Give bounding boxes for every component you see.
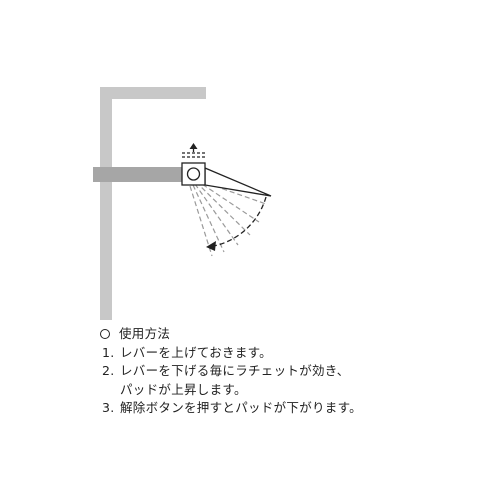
instructions-heading: 使用方法 — [119, 326, 171, 341]
step-text: パッドが上昇します。 — [120, 381, 247, 397]
instruction-step: 2. レバーを下げる毎にラチェットが効き、 — [100, 362, 490, 381]
step-number: 2. — [102, 363, 115, 378]
step-text: レバーを上げておきます。 — [120, 344, 272, 360]
instruction-step-continuation: パッドが上昇します。 — [100, 381, 490, 400]
frame-vertical-bar — [100, 87, 112, 320]
circle-bullet-icon — [100, 329, 110, 340]
frame-top-bar — [100, 87, 206, 99]
instruction-step: 1. レバーを上げておきます。 — [100, 344, 490, 363]
lever-diagram — [93, 87, 272, 320]
up-arrow-icon — [189, 143, 198, 152]
instructions-heading-row: 使用方法 — [100, 325, 490, 344]
step-text: レバーを下げる毎にラチェットが効き、 — [120, 363, 350, 378]
step-text: 解除ボタンを押すとパッドが下がります。 — [120, 400, 362, 415]
release-button-icon — [186, 167, 201, 181]
step-number: 1. — [102, 344, 115, 360]
pad-lines — [182, 152, 205, 158]
arc-arrowhead — [206, 241, 216, 251]
lever-swing-lines — [189, 177, 267, 257]
return-arc-icon — [213, 196, 267, 247]
lever-arm — [93, 167, 182, 182]
instruction-step: 3. 解除ボタンを押すとパッドが下がります。 — [100, 399, 490, 418]
step-number: 3. — [102, 400, 115, 415]
lever-handle — [204, 167, 272, 197]
usage-instructions: 使用方法 1. レバーを上げておきます。 2. レバーを下げる毎にラチェットが効… — [100, 325, 490, 418]
